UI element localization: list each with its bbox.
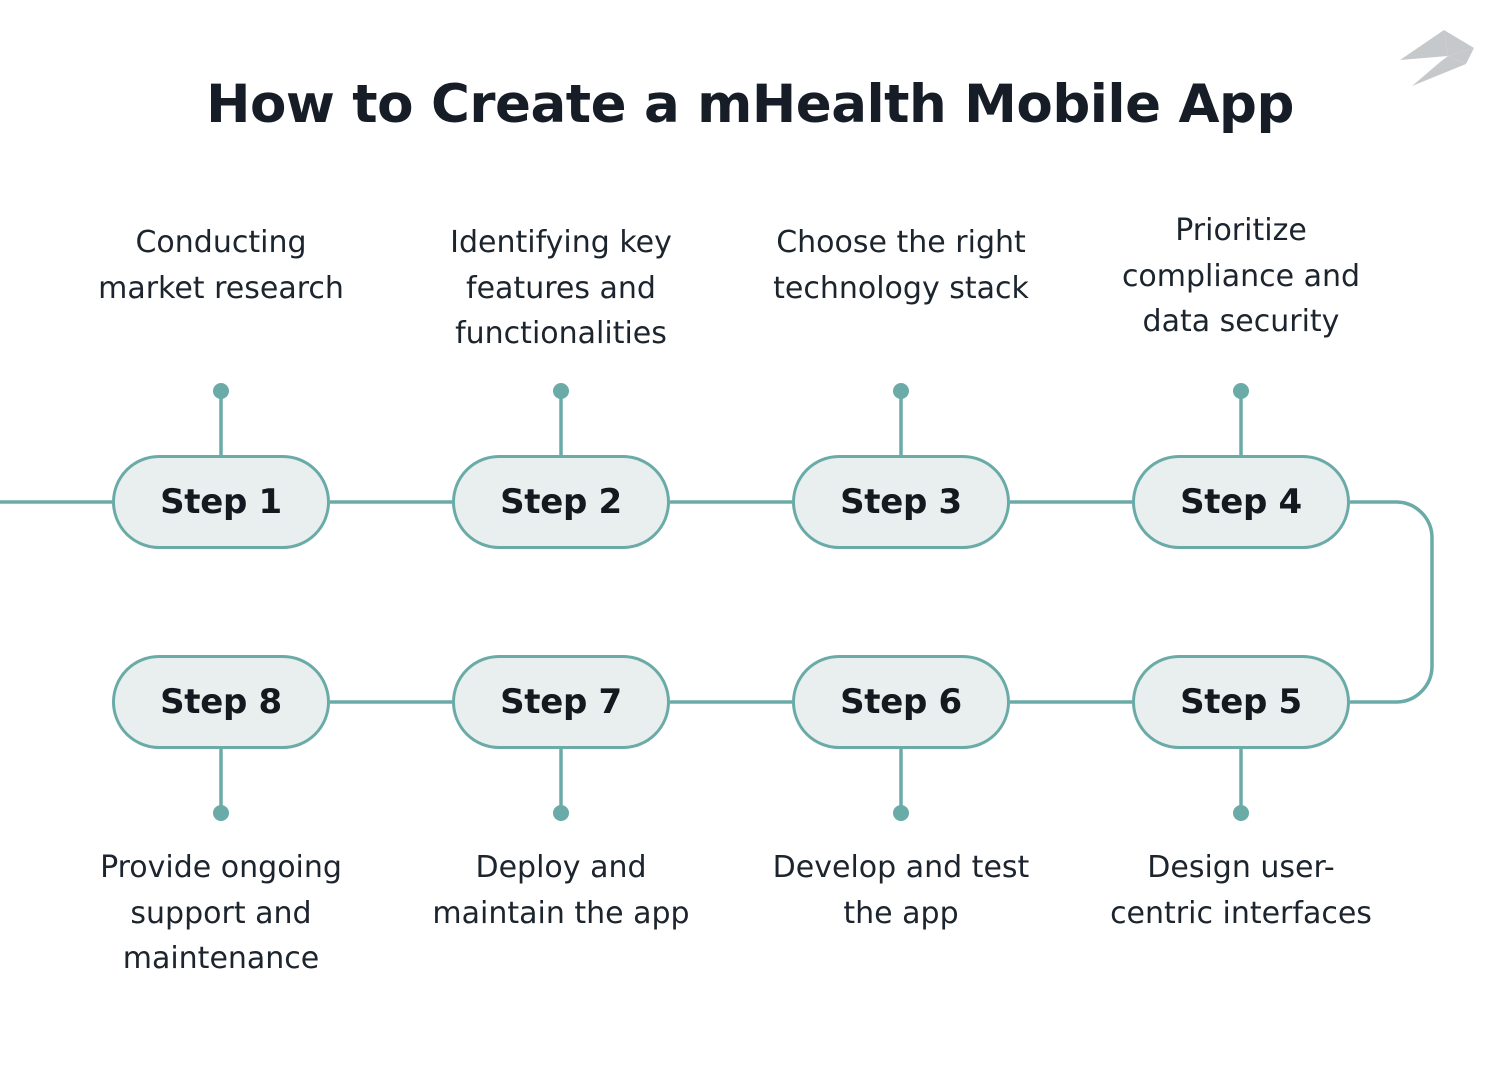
step-node-6[interactable]: Step 6 xyxy=(792,655,1010,749)
stem-dot-step8 xyxy=(213,805,229,821)
origami-bird-logo xyxy=(1382,18,1490,88)
caption-step-8: Provide ongoing support and maintenance xyxy=(100,850,342,977)
caption-step-4: Prioritize compliance and data security xyxy=(1121,213,1361,340)
step-node-1[interactable]: Step 1 xyxy=(112,455,330,549)
step-node-8-label: Step 8 xyxy=(160,682,282,722)
step-node-4[interactable]: Step 4 xyxy=(1132,455,1350,549)
link-step4-step5-wrap xyxy=(1350,500,1434,704)
caption-step-7: Deploy and maintain the app xyxy=(432,850,690,931)
caption-step-3: Choose the right technology stack xyxy=(773,225,1029,306)
step-node-7-label: Step 7 xyxy=(500,682,622,722)
caption-step-1: Conducting market research xyxy=(98,225,344,306)
step-node-8[interactable]: Step 8 xyxy=(112,655,330,749)
caption-step-6: Develop and test the app xyxy=(772,850,1030,931)
step-node-1-label: Step 1 xyxy=(160,482,282,522)
step-node-7[interactable]: Step 7 xyxy=(452,655,670,749)
step-node-2-label: Step 2 xyxy=(500,482,622,522)
step-node-5-label: Step 5 xyxy=(1180,682,1302,722)
caption-step-2: Identifying key features and functionali… xyxy=(450,225,672,352)
stem-dot-step3 xyxy=(893,383,909,399)
step-node-2[interactable]: Step 2 xyxy=(452,455,670,549)
step-node-3-label: Step 3 xyxy=(840,482,962,522)
step-node-4-label: Step 4 xyxy=(1180,482,1302,522)
step-node-5[interactable]: Step 5 xyxy=(1132,655,1350,749)
stem-dot-step4 xyxy=(1233,383,1249,399)
caption-step-5: Design user-centric interfaces xyxy=(1110,850,1372,931)
stem-dot-step5 xyxy=(1233,805,1249,821)
step-node-3[interactable]: Step 3 xyxy=(792,455,1010,549)
page-title: How to Create a mHealth Mobile App xyxy=(206,74,1294,135)
stem-dot-step1 xyxy=(213,383,229,399)
stem-dot-step7 xyxy=(553,805,569,821)
stem-dot-step2 xyxy=(553,383,569,399)
stem-dot-step6 xyxy=(893,805,909,821)
step-node-6-label: Step 6 xyxy=(840,682,962,722)
